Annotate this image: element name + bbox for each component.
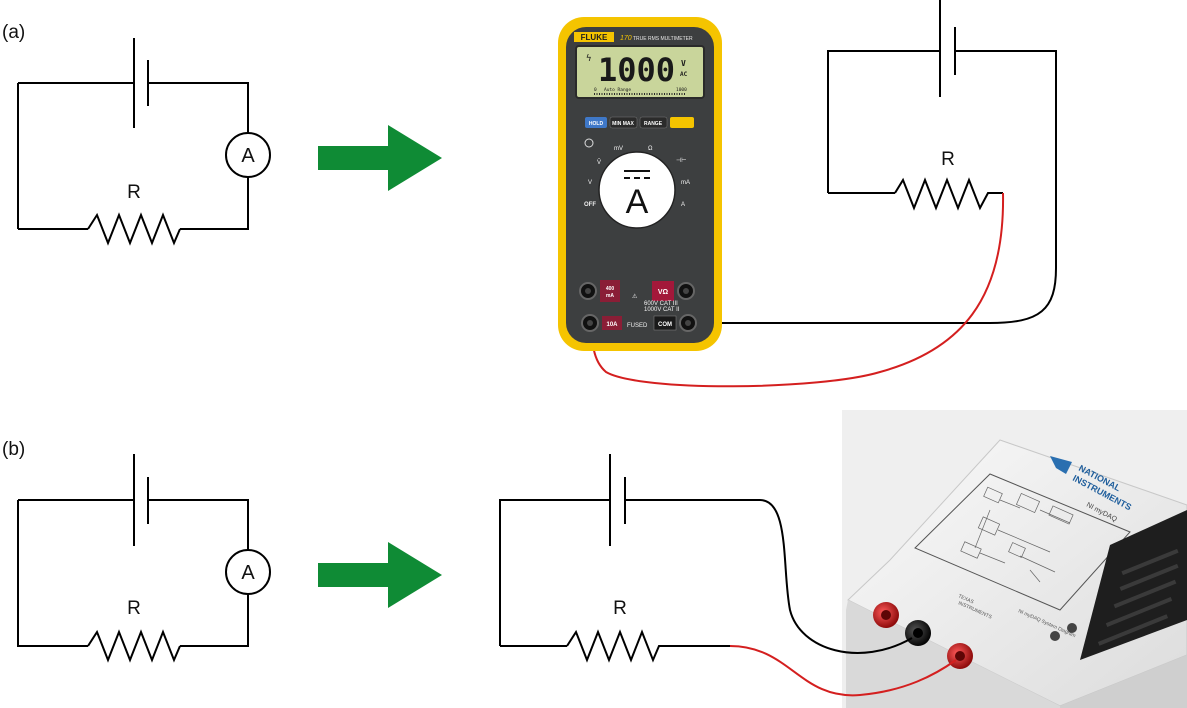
- hold-button[interactable]: [585, 117, 607, 128]
- rotary-dial[interactable]: [598, 151, 676, 229]
- lcd-bargraph-start: 0: [594, 87, 597, 93]
- backlight-button[interactable]: [670, 117, 694, 128]
- ammeter-symbol: [225, 132, 271, 178]
- jack-hole: [585, 288, 591, 294]
- circuit-b-wires: [17, 499, 249, 647]
- jack-com-panel: [653, 315, 677, 331]
- circuit-a-right-schematic: R: [591, 0, 1057, 388]
- circuit-a-right-wires: [690, 50, 1057, 324]
- dial-symbol: A: [626, 183, 649, 221]
- jack-hole: [683, 288, 689, 294]
- resistor-symbol: [566, 629, 730, 663]
- resistor-label: R: [127, 598, 141, 619]
- lightning-icon: ϟ: [586, 54, 591, 64]
- arrow-right-icon: [318, 542, 442, 608]
- panel-a-label: (a): [2, 22, 25, 43]
- ammeter-letter: A: [241, 562, 255, 584]
- resistor-label: R: [127, 182, 141, 203]
- circuit-b-right-wires: [499, 499, 913, 654]
- millivolts-icon: mV: [614, 146, 623, 152]
- circuit-b-right-schematic: R: [499, 454, 957, 697]
- circuit-b-schematic: R A: [17, 454, 271, 663]
- volts-ac-icon: Ṽ: [597, 159, 601, 166]
- circuit-a-wires: [18, 82, 249, 230]
- panel-b-label: (b): [2, 439, 25, 460]
- red-test-lead: [591, 192, 1005, 388]
- jack-400ma-label-top: 400: [606, 286, 615, 292]
- milliamps-icon: mA: [681, 180, 690, 186]
- resistor-label: R: [941, 149, 955, 170]
- resistor-symbol: [87, 212, 181, 246]
- jack-hole: [587, 320, 593, 326]
- system-diagram-lines: [960, 486, 1074, 583]
- amps-icon: A: [681, 202, 685, 208]
- jack-10a-panel: [602, 316, 622, 330]
- red-test-lead: [729, 645, 957, 697]
- ammeter-symbol: [225, 549, 271, 595]
- multimeter: FLUKE 170 TRUE RMS MULTIMETER ϟ 1000 V A…: [558, 17, 722, 351]
- ohm-icon: Ω: [648, 146, 653, 152]
- range-button[interactable]: [639, 116, 668, 129]
- ammeter-letter: A: [241, 145, 255, 167]
- minmax-button-label: MIN MAX: [612, 121, 634, 127]
- ni-eagle-logo: [1050, 456, 1072, 474]
- jack-10a-label: 10A: [606, 322, 618, 328]
- hold-button-label: HOLD: [589, 121, 604, 127]
- jack-hole: [913, 628, 923, 638]
- volts-dc-icon: V: [588, 180, 592, 186]
- jack-400ma-panel: [600, 280, 620, 302]
- lcd-unit-bottom: AC: [680, 71, 688, 78]
- lcd-reading: 1000: [598, 51, 675, 89]
- audio-jack[interactable]: [1067, 623, 1077, 633]
- system-diagram-frame: [914, 473, 1131, 611]
- meter-subtitle: TRUE RMS MULTIMETER: [633, 36, 693, 42]
- jack-volt-panel: [652, 281, 674, 301]
- cat-rating-line2: 1000V CAT II: [644, 307, 680, 313]
- arrow-right-icon: [318, 125, 442, 191]
- dial-off-label: OFF: [584, 202, 596, 208]
- jack-com-label: COM: [658, 322, 672, 328]
- jack-hole: [881, 610, 891, 620]
- jack-hole: [685, 320, 691, 326]
- jack-hole: [955, 651, 965, 661]
- resistor-label: R: [613, 598, 627, 619]
- minmax-button[interactable]: [609, 116, 638, 129]
- jack-400ma-label-bottom: mA: [606, 293, 614, 299]
- mydaq-device: NATIONAL INSTRUMENTS NI myDAQ NI myDAQ S…: [842, 410, 1187, 708]
- volt-ohm-icon: VΩ: [658, 289, 669, 296]
- light-icon: [584, 138, 594, 148]
- capacitor-icon: ⊣⊢: [676, 157, 686, 164]
- resistor-symbol: [894, 177, 1003, 211]
- lcd-bargraph-end: 1000: [676, 87, 687, 93]
- meter-model: 170: [620, 35, 632, 42]
- device-side-face: [1060, 655, 1187, 708]
- cat-rating-line1: 600V CAT III: [644, 301, 678, 307]
- circuit-a-schematic: R A: [17, 38, 271, 246]
- warning-icon: ⚠: [632, 293, 638, 300]
- lcd-unit-top: V: [681, 59, 686, 68]
- meter-brand: FLUKE: [581, 33, 608, 42]
- terminal-screws: [1097, 548, 1179, 646]
- meter-brand-badge: [574, 32, 614, 42]
- fused-label: FUSED: [627, 323, 648, 329]
- lcd-display: [575, 45, 705, 99]
- range-button-label: RANGE: [644, 121, 663, 127]
- audio-jack[interactable]: [1050, 631, 1060, 641]
- lcd-range-text: Auto Range: [604, 87, 631, 93]
- resistor-symbol: [87, 629, 181, 663]
